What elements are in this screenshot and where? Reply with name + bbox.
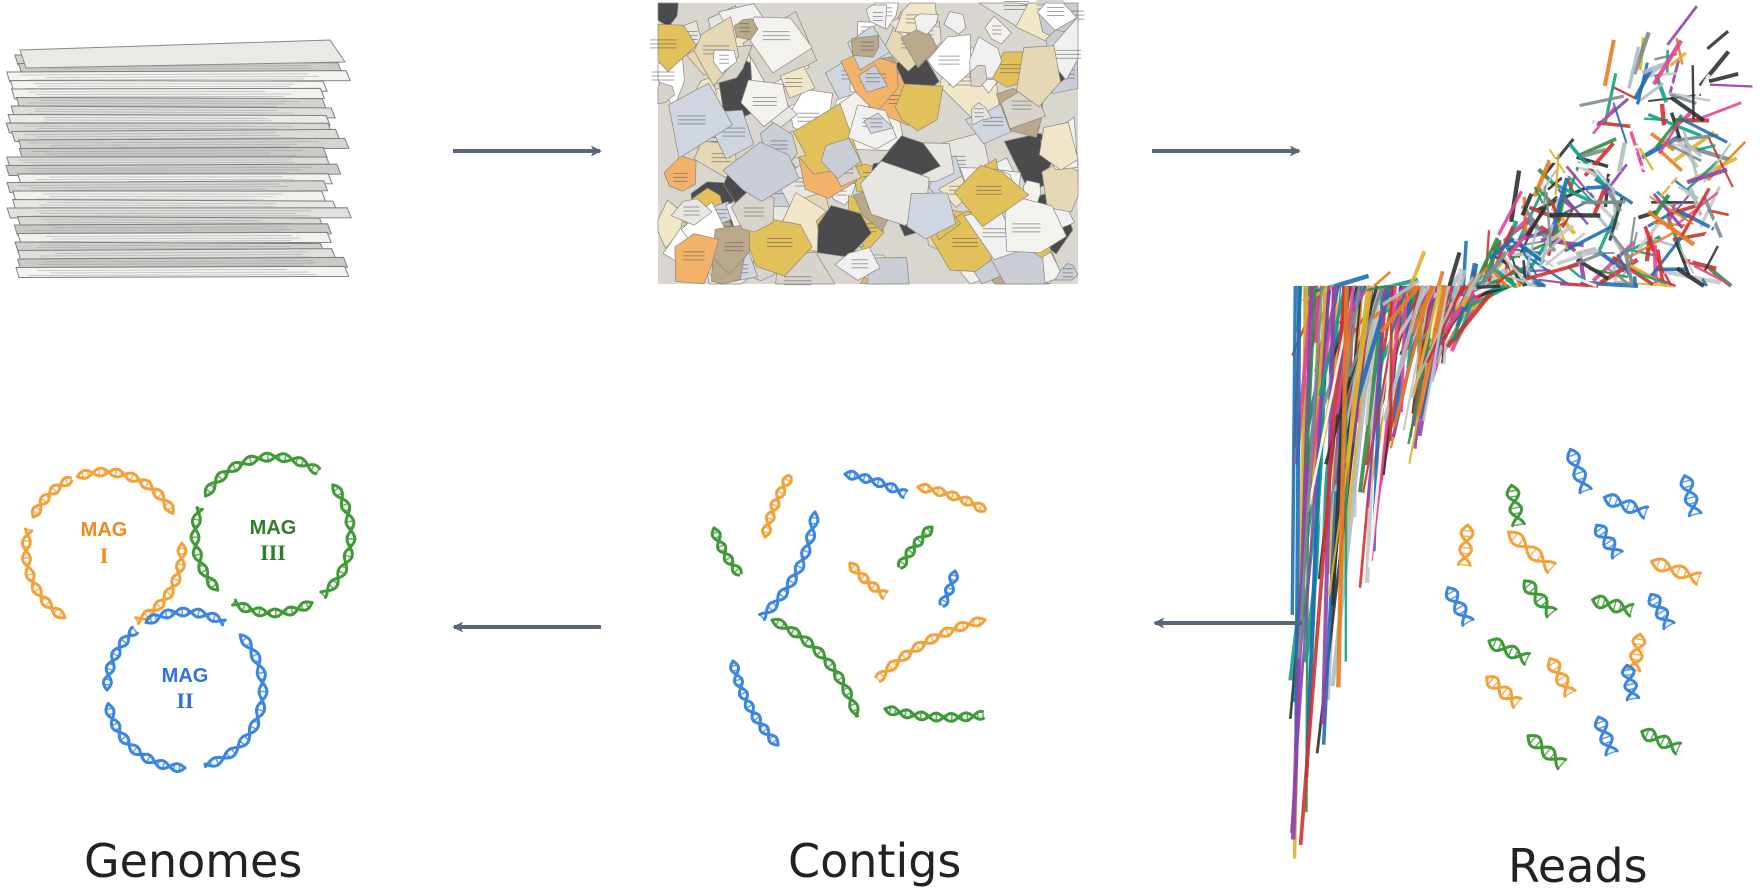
read xyxy=(1628,634,1645,671)
contig xyxy=(772,619,858,716)
read-fragments xyxy=(1446,449,1701,768)
read xyxy=(1458,525,1473,565)
contig xyxy=(898,527,932,568)
mag-2-word: MAG xyxy=(162,665,209,687)
torn-paper-icon xyxy=(650,1,1084,285)
read xyxy=(1446,588,1473,626)
mag-3-numeral: III xyxy=(260,540,286,565)
shredded-paper-icon xyxy=(1290,6,1752,858)
contig xyxy=(712,528,741,575)
read xyxy=(1595,717,1617,755)
read xyxy=(1595,525,1622,558)
read xyxy=(1593,596,1633,616)
read xyxy=(1652,559,1701,584)
reads-label: Reads xyxy=(1508,843,1648,889)
mag-2-segment xyxy=(106,704,185,772)
mag-1-numeral: I xyxy=(100,543,109,568)
read xyxy=(1528,736,1566,769)
mag-2-segment xyxy=(205,635,267,767)
newspaper-stack-icon xyxy=(6,40,351,278)
read xyxy=(1642,729,1681,754)
contig xyxy=(731,661,778,745)
mag-3-segment xyxy=(233,600,312,617)
contig xyxy=(845,471,907,497)
read xyxy=(1487,677,1521,708)
mag-3-word: MAG xyxy=(250,517,297,539)
contig xyxy=(918,484,986,511)
read xyxy=(1568,449,1592,492)
mag-1-segment xyxy=(32,477,71,517)
mag-3-segment xyxy=(191,507,218,590)
contig xyxy=(850,563,887,598)
mag-3-segment xyxy=(321,485,355,598)
read xyxy=(1524,581,1556,617)
mag-2-segment xyxy=(103,627,137,690)
read xyxy=(1507,485,1524,525)
mag-1-word: MAG xyxy=(81,519,128,541)
mag-1-segment xyxy=(22,529,65,618)
contig xyxy=(940,571,958,606)
contig xyxy=(763,475,792,537)
mag-2-numeral: II xyxy=(176,688,193,713)
read xyxy=(1489,639,1530,664)
contig-fragments xyxy=(712,471,986,745)
read xyxy=(1604,495,1647,518)
read xyxy=(1548,659,1575,697)
genomes-label: Genomes xyxy=(84,838,302,884)
read xyxy=(1681,476,1701,516)
contigs-label: Contigs xyxy=(788,838,961,884)
mag-3-segment xyxy=(205,453,319,496)
mag-1-segment xyxy=(77,468,173,513)
contig xyxy=(885,707,984,722)
read xyxy=(1649,594,1674,628)
genome-mags xyxy=(22,453,355,771)
contig xyxy=(876,618,985,681)
read xyxy=(1509,532,1556,573)
